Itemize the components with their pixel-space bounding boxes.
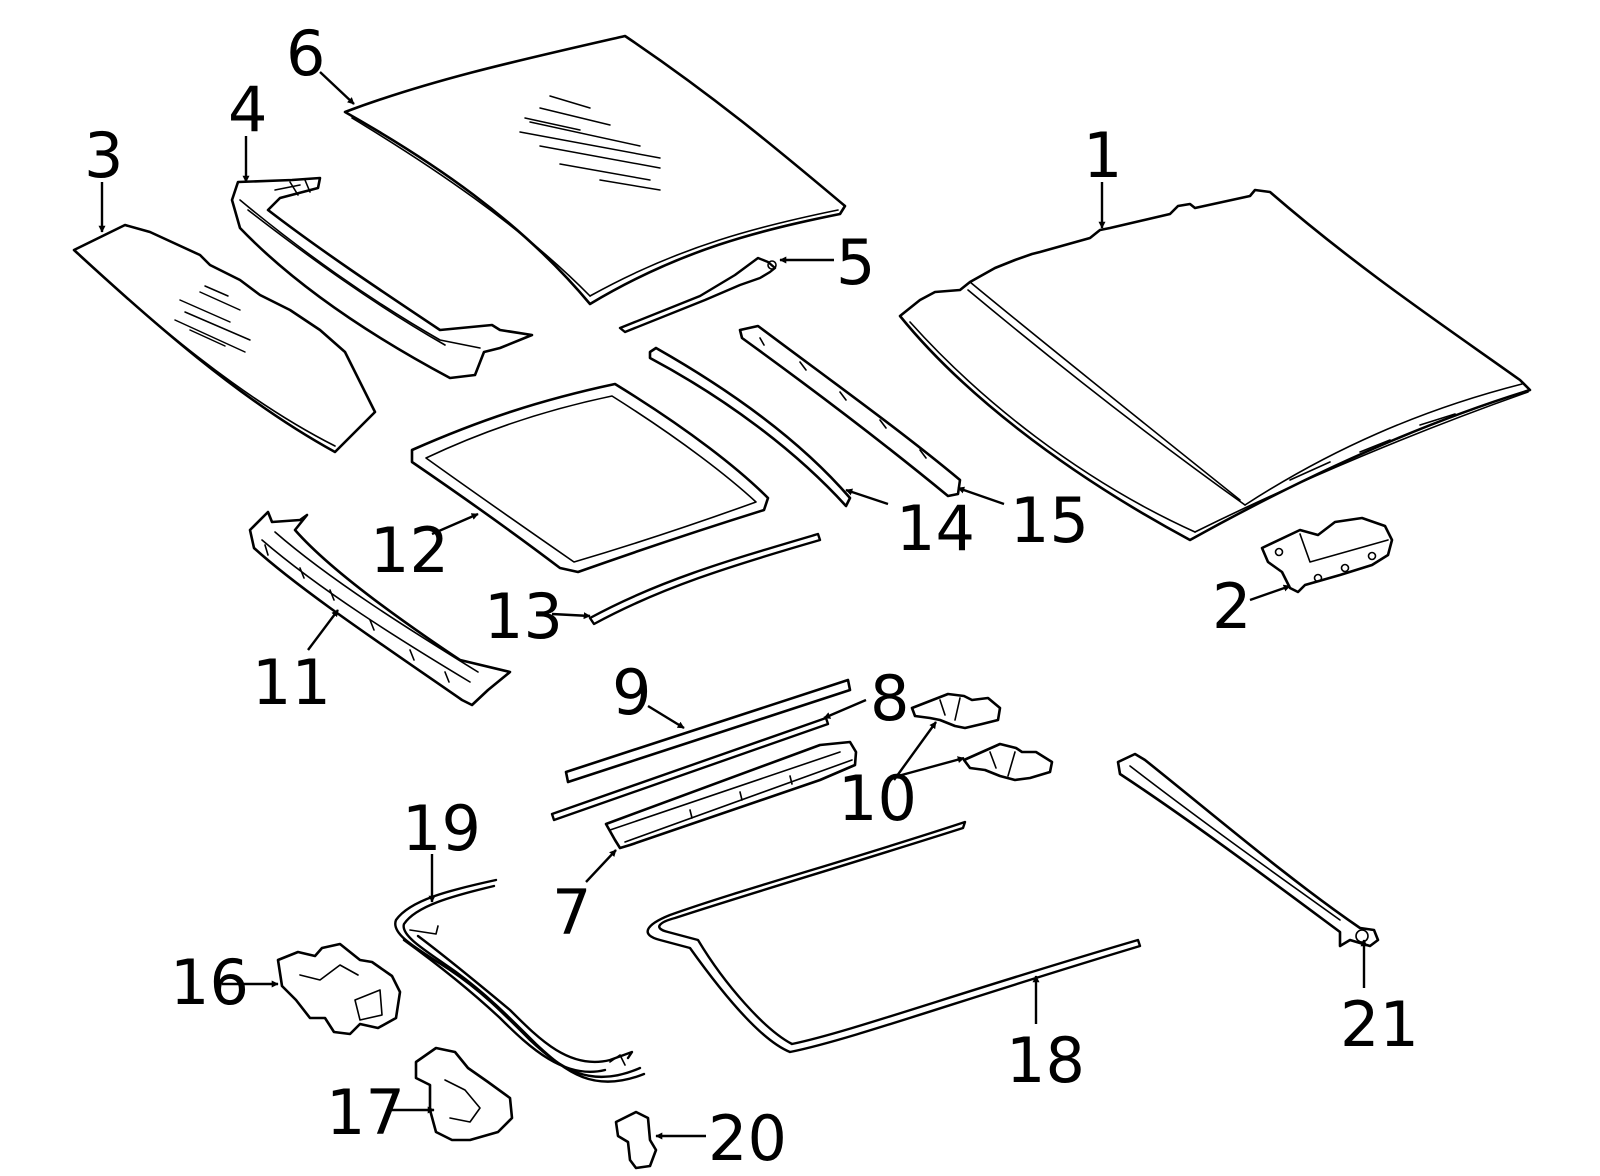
callout-21: 21: [1340, 988, 1419, 1061]
callout-labels: 1 2 3 4 5 6 7 8 9 10 11 12 13 14 15 16 1…: [84, 17, 1419, 1175]
callout-9: 9: [612, 656, 651, 729]
part-6-front-glass: [345, 36, 845, 304]
callout-12: 12: [370, 514, 449, 587]
callout-15: 15: [1010, 484, 1089, 557]
part-21-side-rail: [1118, 754, 1378, 946]
part-19-cable-assembly: [395, 880, 644, 1082]
part-2-bracket: [1262, 518, 1392, 592]
part-5-drive-cable: [620, 258, 776, 332]
part-13-seal: [590, 534, 820, 624]
callout-2: 2: [1212, 570, 1251, 643]
callout-3: 3: [84, 119, 123, 192]
part-7-frame-rail: [606, 742, 856, 848]
part-1-roof-panel: [900, 190, 1530, 540]
callout-17: 17: [326, 1076, 405, 1149]
part-4-frame: [232, 178, 532, 378]
callout-6: 6: [286, 17, 325, 90]
leader-lines: [98, 72, 1368, 1140]
callout-1: 1: [1083, 119, 1122, 192]
callout-4: 4: [228, 73, 267, 146]
part-14-side-seal: [650, 348, 850, 506]
callout-10: 10: [838, 762, 917, 835]
callout-14: 14: [896, 492, 975, 565]
part-17-motor-bracket: [416, 1048, 512, 1140]
part-9-seal: [566, 680, 850, 782]
callout-20: 20: [708, 1102, 787, 1175]
callout-7: 7: [552, 876, 591, 949]
part-3-rear-glass: [74, 225, 375, 452]
part-10-guide-blocks: [912, 694, 1052, 780]
callout-16: 16: [170, 946, 249, 1019]
callout-18: 18: [1006, 1024, 1085, 1097]
part-20-clip: [616, 1112, 656, 1168]
part-16-motor: [278, 944, 400, 1034]
callout-13: 13: [484, 580, 563, 653]
callout-19: 19: [402, 792, 481, 865]
part-18-seal-loop: [648, 822, 1140, 1052]
part-11-rear-cross-member: [250, 512, 510, 705]
part-12-glass-frame: [412, 384, 768, 572]
callout-5: 5: [836, 226, 875, 299]
callout-11: 11: [252, 646, 331, 719]
part-15-side-rail: [740, 326, 960, 496]
callout-8: 8: [870, 662, 909, 735]
part-8-seal: [552, 718, 828, 820]
